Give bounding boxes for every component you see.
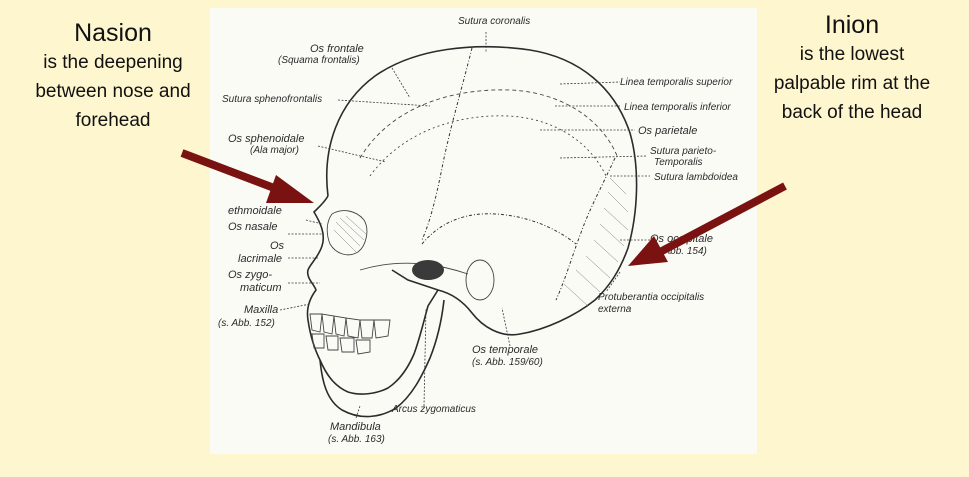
orbit-shading — [333, 215, 367, 253]
label-ethmoidale: ethmoidale — [228, 205, 282, 217]
label-sutura-lambdoidea: Sutura lambdoidea — [654, 172, 738, 183]
external-acoustic-meatus — [465, 259, 495, 301]
mandible-outline — [319, 299, 445, 418]
label-linea-temporalis-superior: Linea temporalis superior — [620, 77, 733, 88]
inion-line-2: palpable rim at the — [773, 73, 931, 94]
squamous-suture — [421, 213, 577, 245]
label-maxilla: Maxilla — [244, 304, 278, 316]
temporal-fossa-shadow — [412, 260, 444, 280]
temporal-line-inferior — [369, 115, 607, 177]
label-sutura-parieto: Sutura parieto- — [650, 146, 717, 157]
label-os-occipitale: Os occipitale — [650, 233, 713, 245]
label-s-abb-152: (s. Abb. 152) — [218, 318, 275, 329]
label-sutura-coronalis: Sutura coronalis — [458, 16, 530, 27]
leader-lines — [279, 32, 650, 419]
label-linea-temporalis-inferior: Linea temporalis inferior — [624, 102, 731, 113]
nasion-line-1: is the deepening — [43, 52, 183, 73]
label-os: Os — [270, 240, 285, 252]
nasion-line-3: forehead — [75, 110, 151, 131]
label-os-sphenoidale: Os sphenoidale — [228, 133, 304, 145]
label-externa: externa — [598, 304, 632, 315]
skull-illustration: Sutura coronalis Os frontale (Squama fro… — [218, 16, 738, 445]
label-s-abb-154: (s. Abb. 154) — [650, 246, 707, 257]
cranium-outline — [326, 45, 638, 336]
label-temporalis: Temporalis — [654, 157, 703, 168]
label-protuberantia-occipitalis: Protuberantia occipitalis — [598, 292, 704, 303]
temporal-line-superior — [359, 89, 619, 159]
label-s-abb-159-60: (s. Abb. 159/60) — [472, 357, 543, 368]
lambdoid-suture — [555, 157, 616, 301]
inion-title: Inion — [824, 11, 880, 39]
nasion-callout: Nasion is the deepening between nose and… — [22, 18, 204, 135]
label-os-temporale: Os temporale — [472, 344, 538, 356]
inion-callout: Inion is the lowest palpable rim at the … — [758, 10, 946, 127]
label-os-parietale: Os parietale — [638, 125, 697, 137]
inion-line-3: back of the head — [781, 102, 923, 123]
coronal-suture — [421, 47, 473, 241]
label-mandibula: Mandibula — [330, 421, 381, 433]
face-profile — [306, 195, 439, 395]
label-squama-frontalis: (Squama frontalis) — [278, 55, 360, 66]
nasion-title: Nasion — [74, 19, 152, 47]
label-s-abb-163: (s. Abb. 163) — [328, 434, 385, 445]
orbit — [326, 210, 368, 256]
inion-line-1: is the lowest — [799, 44, 905, 65]
label-arcus-zygomaticus: Arcus zygomaticus — [391, 404, 476, 415]
teeth — [309, 313, 391, 355]
label-ala-major: (Ala major) — [250, 145, 299, 156]
nasion-line-2: between nose and — [35, 81, 191, 102]
label-sutura-sphenofrontalis: Sutura sphenofrontalis — [222, 94, 322, 105]
label-os-frontale: Os frontale — [310, 43, 364, 55]
label-lacrimale: lacrimale — [238, 253, 282, 265]
label-os-nasale: Os nasale — [228, 221, 278, 233]
label-maticum: maticum — [240, 282, 282, 294]
occipital-shading — [563, 177, 629, 307]
skull-diagram: Sutura coronalis Os frontale (Squama fro… — [210, 8, 757, 454]
label-os-zygo: Os zygo- — [228, 269, 272, 281]
anatomy-labels: Sutura coronalis Os frontale (Squama fro… — [218, 16, 738, 445]
